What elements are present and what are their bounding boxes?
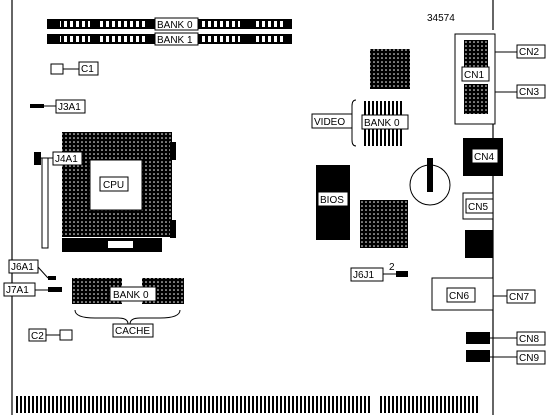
video-memory: VIDEO BANK 0 bbox=[311, 99, 409, 147]
cpu-label: CPU bbox=[103, 180, 124, 191]
jumper-j6j1: J6J1 2 bbox=[350, 262, 408, 282]
bios-label: BIOS bbox=[320, 195, 344, 206]
c2-label: C2 bbox=[31, 331, 44, 342]
cn1-label: CN1 bbox=[464, 70, 484, 81]
cn9-label: CN9 bbox=[519, 353, 539, 364]
chipset bbox=[360, 200, 408, 248]
cache-bank: BANK 0 CACHE bbox=[72, 278, 184, 338]
j4a1-label: J4A1 bbox=[55, 154, 78, 165]
jumper-j7a1: J7A1 bbox=[3, 282, 62, 297]
j3a1-label: J3A1 bbox=[58, 102, 81, 113]
cn3-label: CN3 bbox=[519, 87, 539, 98]
connector-cn5: CN5 bbox=[462, 192, 494, 220]
cn5-label: CN5 bbox=[468, 202, 488, 213]
cn4-label: CN4 bbox=[474, 152, 494, 163]
connector-cn8: CN8 bbox=[466, 331, 546, 346]
video-label: VIDEO bbox=[314, 117, 345, 128]
connector-block bbox=[465, 230, 493, 258]
memory-slot-bank1: BANK 1 bbox=[47, 32, 292, 46]
bios-chip: BIOS bbox=[316, 165, 350, 240]
memory-slot-bank0: BANK 0 bbox=[47, 17, 292, 31]
j7a1-label: J7A1 bbox=[6, 285, 29, 296]
capacitor-c2: C2 bbox=[28, 328, 73, 342]
connector-cn3: CN3 bbox=[495, 84, 546, 99]
capacitor-c1: C1 bbox=[50, 61, 99, 76]
connector-cn2: CN2 bbox=[495, 44, 546, 59]
cn7-label: CN7 bbox=[509, 292, 529, 303]
cn8-label: CN8 bbox=[519, 334, 539, 345]
connector-cn4: CN4 bbox=[463, 138, 503, 176]
edge-connector bbox=[15, 396, 480, 413]
cpu-socket: CPU AMP bbox=[41, 132, 176, 253]
j6a1-label: J6A1 bbox=[11, 262, 34, 273]
battery bbox=[409, 158, 451, 206]
j6j1-label: J6J1 bbox=[353, 270, 375, 281]
connector-cn7: CN7 bbox=[493, 289, 536, 304]
connector-cn1: CN1 bbox=[454, 33, 496, 125]
connector-cn6: CN6 bbox=[431, 277, 494, 311]
video-bank-label: BANK 0 bbox=[364, 118, 400, 129]
chip-top bbox=[370, 49, 410, 89]
cache-bank-label: BANK 0 bbox=[113, 290, 149, 301]
cn2-label: CN2 bbox=[519, 47, 539, 58]
jumper-j4a1: J4A1 bbox=[34, 151, 83, 166]
amp-label: AMP bbox=[136, 242, 158, 253]
connector-cn9: CN9 bbox=[466, 350, 546, 365]
jumper-j3a1: J3A1 bbox=[30, 99, 86, 114]
jumper-j6a1: J6A1 bbox=[8, 259, 56, 280]
cache-label: CACHE bbox=[115, 326, 150, 337]
figure-id: 34574 bbox=[427, 13, 455, 24]
bank1-label: BANK 1 bbox=[157, 35, 193, 46]
c1-label: C1 bbox=[81, 64, 94, 75]
j6j1-pin-label: 2 bbox=[389, 262, 395, 273]
bank0-label: BANK 0 bbox=[157, 20, 193, 31]
cn6-label: CN6 bbox=[449, 291, 469, 302]
